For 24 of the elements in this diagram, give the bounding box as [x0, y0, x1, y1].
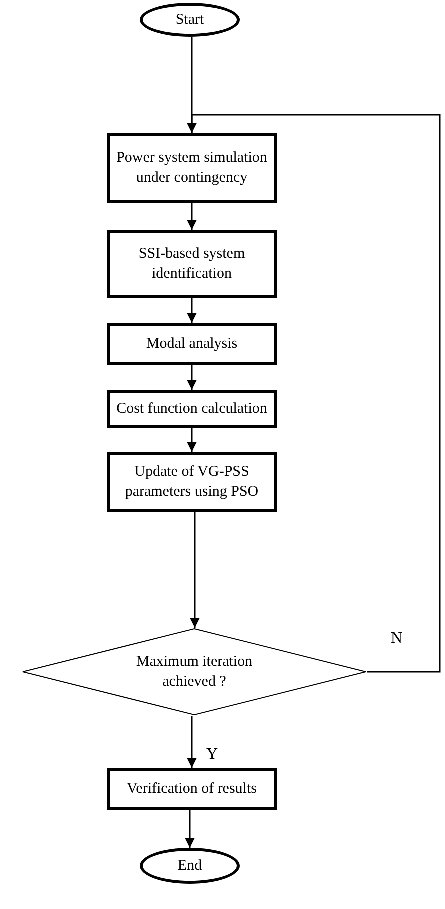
- node-text: Verification of results: [127, 780, 257, 799]
- node-text: Start: [176, 10, 204, 30]
- arrow: [187, 428, 197, 452]
- process-box: [107, 133, 277, 203]
- node-text: Cost function calculation: [116, 400, 268, 419]
- process-box: [107, 452, 277, 512]
- decision-diamond: [22, 628, 367, 716]
- node-text: Update of VG-PSS parameters using PSO: [124, 462, 260, 502]
- arrow: [187, 114, 441, 673]
- node-text: SSI-based system identification: [138, 244, 246, 284]
- arrow: [187, 298, 197, 323]
- node-text: Maximum iteration achieved ?: [135, 652, 254, 692]
- arrow: [190, 512, 200, 628]
- process-box: [107, 323, 277, 365]
- process-box: [107, 230, 277, 298]
- process-box: [107, 768, 277, 810]
- node-text: Power system simulation under contingency: [116, 148, 268, 188]
- arrow: [185, 810, 195, 848]
- arrow: [187, 203, 197, 230]
- node-text: End: [178, 856, 202, 876]
- node-text: Modal analysis: [146, 334, 238, 354]
- process-box: [107, 390, 277, 428]
- arrow: [187, 716, 197, 768]
- arrow: [187, 365, 197, 390]
